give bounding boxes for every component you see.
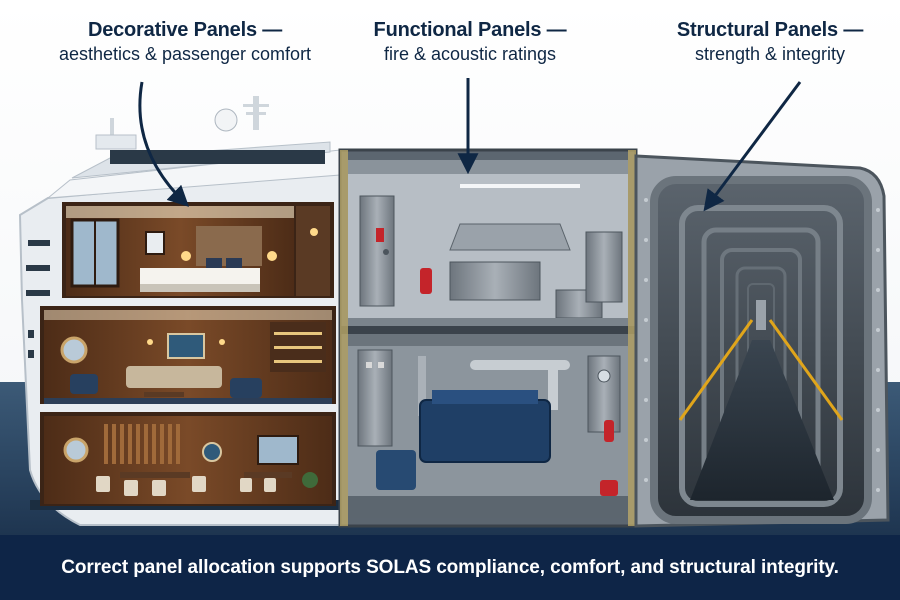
functional-engine-room	[348, 334, 628, 518]
structural-panels-subtitle: strength & integrity	[694, 44, 846, 64]
ship-cross-section-illustration	[0, 0, 900, 535]
footer-banner-text: Correct panel allocation supports SOLAS …	[61, 556, 839, 578]
decorative-panels-title: Decorative Panels —	[87, 19, 283, 41]
decorative-lounge	[40, 306, 336, 404]
functional-panels-label: Functional Panels — fire & acoustic rati…	[360, 18, 580, 66]
structural-section	[634, 154, 890, 528]
decorative-dining	[40, 412, 336, 506]
functional-panels-subtitle: fire & acoustic ratings	[383, 44, 557, 64]
structural-panels-title: Structural Panels —	[676, 19, 864, 41]
decorative-stateroom	[62, 202, 334, 298]
structural-panels-label: Structural Panels — strength & integrity	[670, 18, 870, 66]
functional-section	[338, 148, 638, 528]
functional-panels-title: Functional Panels —	[373, 19, 567, 41]
decorative-arrow	[138, 81, 190, 207]
footer-banner: Correct panel allocation supports SOLAS …	[0, 535, 900, 600]
decorative-panels-subtitle: aesthetics & passenger comfort	[58, 44, 312, 64]
structural-arrow	[703, 81, 802, 212]
decorative-panels-label: Decorative Panels — aesthetics & passeng…	[55, 18, 315, 66]
functional-galley	[348, 160, 628, 328]
